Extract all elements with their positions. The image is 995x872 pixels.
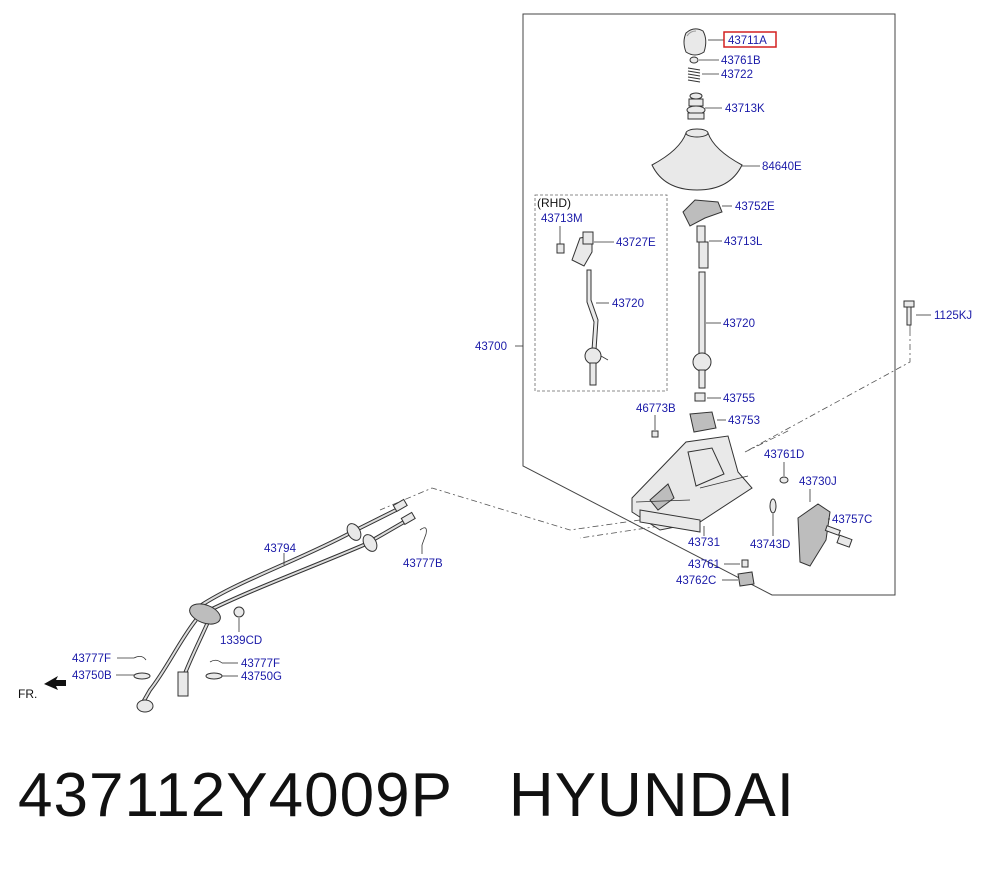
label-43761D[interactable]: 43761D — [764, 449, 804, 461]
label-1339CD[interactable]: 1339CD — [220, 635, 262, 647]
label-43720-rhd[interactable]: 43720 — [612, 298, 644, 310]
bolt-1125KJ — [903, 300, 915, 326]
clip-43743D — [769, 498, 777, 514]
label-43713L[interactable]: 43713L — [724, 236, 763, 248]
assembly-frame — [522, 13, 896, 596]
shift-cables — [136, 498, 416, 713]
label-43755[interactable]: 43755 — [723, 393, 755, 405]
label-43761B[interactable]: 43761B — [721, 55, 761, 67]
bracket-43752E — [682, 199, 723, 227]
label-43777F-left[interactable]: 43777F — [72, 653, 111, 665]
label-43794[interactable]: 43794 — [264, 543, 297, 555]
label-43750B[interactable]: 43750B — [72, 670, 112, 682]
label-43720[interactable]: 43720 — [723, 318, 755, 330]
bolt-43757C — [824, 525, 853, 548]
label-43752E[interactable]: 43752E — [735, 201, 775, 213]
caption-part-number: 437112Y4009P — [18, 761, 453, 830]
label-1125KJ[interactable]: 1125KJ — [934, 310, 972, 322]
label-43777B[interactable]: 43777B — [403, 558, 443, 570]
label-46773B[interactable]: 46773B — [636, 403, 676, 415]
label-43700[interactable]: 43700 — [475, 341, 507, 353]
bushing-43755 — [694, 392, 706, 402]
spring-43722 — [687, 67, 701, 83]
shift-knob[interactable] — [683, 28, 707, 56]
label-43777F-right[interactable]: 43777F — [241, 658, 280, 670]
label-43713K[interactable]: 43713K — [725, 103, 765, 115]
pin-43713L — [696, 225, 709, 269]
label-43743D[interactable]: 43743D — [750, 539, 790, 551]
label-43750G[interactable]: 43750G — [241, 671, 282, 683]
highlight-box — [723, 31, 777, 48]
label-43757C[interactable]: 43757C — [832, 514, 872, 526]
rhd-lever — [584, 269, 609, 386]
parts-diagram: 43711A 43761B 43722 43713K 84640E 43752E… — [18, 13, 972, 713]
shift-boot — [651, 128, 743, 191]
label-43722[interactable]: 43722 — [721, 69, 753, 81]
bushing-43753 — [689, 411, 717, 433]
label-fr: FR. — [18, 687, 37, 701]
label-43761[interactable]: 43761 — [688, 559, 720, 571]
rhd-box — [534, 194, 668, 392]
nut-1339CD — [233, 606, 245, 618]
label-43711A[interactable]: 43711A — [728, 35, 767, 47]
label-43713M[interactable]: 43713M — [541, 213, 583, 225]
rhd-bracket-43727E — [571, 231, 594, 267]
clip-43777B — [419, 527, 427, 546]
front-arrow-icon — [44, 676, 66, 690]
caption: 437112Y4009P HYUNDAI — [18, 760, 795, 840]
shift-lever — [692, 271, 712, 389]
label-rhd: (RHD) — [537, 196, 571, 210]
bushing-43713K — [686, 92, 706, 120]
alignment-lines — [379, 325, 911, 531]
label-43731[interactable]: 43731 — [688, 537, 720, 549]
caption-brand: HYUNDAI — [508, 761, 795, 830]
label-43730J[interactable]: 43730J — [799, 476, 837, 488]
pin-43761B — [689, 56, 699, 64]
label-43762C[interactable]: 43762C — [676, 575, 716, 587]
label-43727E[interactable]: 43727E — [616, 237, 656, 249]
bracket-43730J — [797, 503, 831, 567]
label-84640E[interactable]: 84640E — [762, 161, 802, 173]
bushing-43762C — [737, 571, 755, 587]
shifter-base — [631, 435, 753, 533]
label-43753[interactable]: 43753 — [728, 415, 760, 427]
